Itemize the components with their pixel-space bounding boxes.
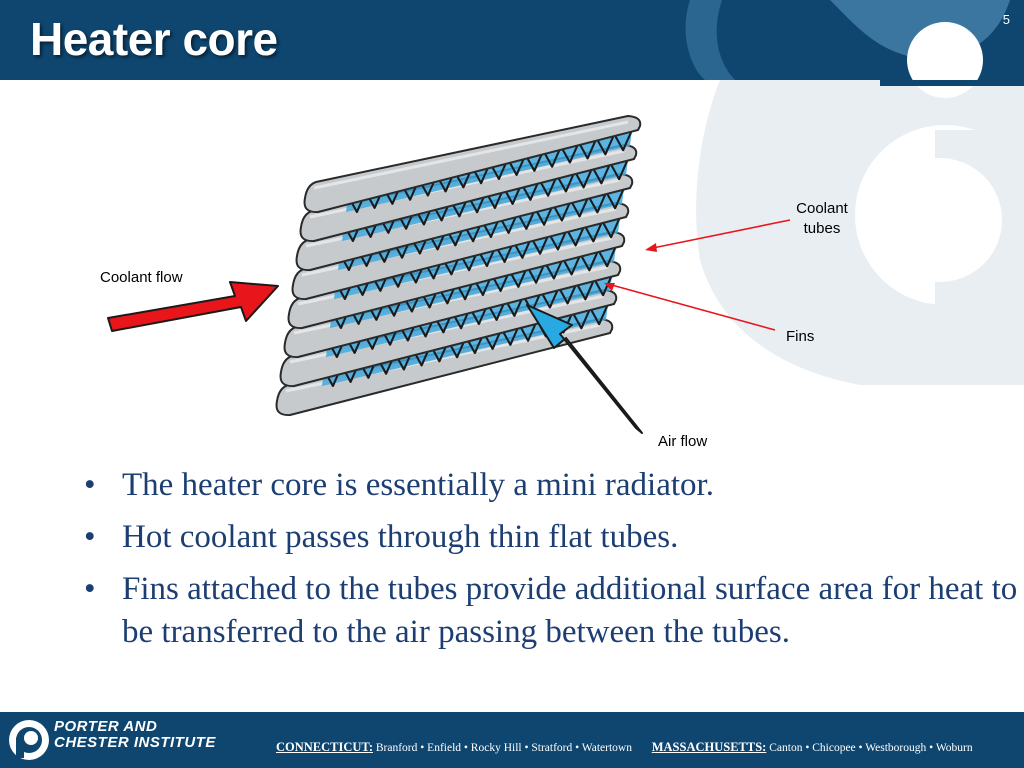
- coolant-tube: [303, 115, 642, 214]
- bullet-item: • The heater core is essentially a mini …: [80, 464, 1020, 507]
- coolant-tube: [283, 260, 622, 359]
- bullet-text: Hot coolant passes through thin flat tub…: [122, 519, 679, 555]
- coolant-tubes-callout-line: [647, 219, 791, 250]
- slide-title: Heater core: [30, 13, 278, 65]
- logo-line-2: CHESTER INSTITUTE: [54, 734, 216, 751]
- bullet-marker: •: [84, 519, 96, 555]
- bullet-item: • Fins attached to the tubes provide add…: [80, 568, 1020, 654]
- footer-logo-text: PORTER AND CHESTER INSTITUTE: [54, 719, 216, 751]
- header-band: [0, 0, 1024, 98]
- coolant-flow-arrow: [107, 281, 279, 332]
- connecticut-cities: Branford • Enfield • Rocky Hill • Stratf…: [375, 742, 632, 754]
- logo-line-1: PORTER AND: [54, 718, 158, 735]
- fins-label: Fins: [786, 328, 815, 345]
- air-flow-label: Air flow: [658, 433, 708, 450]
- massachusetts-cities: Canton • Chicopee • Westborough • Woburn: [769, 742, 973, 754]
- coolant-tubes-label: Coolant tubes: [796, 200, 848, 237]
- bullet-list: • The heater core is essentially a mini …: [80, 464, 1020, 663]
- coolant-tube: [291, 202, 630, 301]
- coolant-tube: [295, 173, 634, 272]
- air-flow-arrow: [526, 304, 643, 434]
- bullet-text: The heater core is essentially a mini ra…: [122, 467, 714, 503]
- bullet-marker: •: [84, 467, 96, 503]
- coolant-tube: [299, 144, 638, 243]
- coolant-tube: [287, 231, 626, 330]
- bullet-marker: •: [84, 571, 96, 607]
- coolant-flow-label: Coolant flow: [100, 269, 183, 286]
- footer-locations: CONNECTICUT: Branford • Enfield • Rocky …: [276, 740, 973, 755]
- fins-callout-line: [607, 283, 776, 331]
- state-connecticut: CONNECTICUT:: [276, 740, 373, 754]
- bullet-text: Fins attached to the tubes provide addit…: [122, 571, 1018, 650]
- watermark-logo: [696, 80, 1024, 385]
- fins-callout-arrowhead: [604, 283, 615, 291]
- coolant-tube: [275, 318, 614, 417]
- heater-core-illustration: [275, 115, 642, 417]
- state-massachusetts: MASSACHUSETTS:: [651, 740, 767, 754]
- heater-core-figure: [107, 115, 791, 434]
- coolant-tubes-callout-arrowhead: [645, 243, 657, 252]
- slide-number: 5: [1002, 12, 1010, 27]
- bullet-item: • Hot coolant passes through thin flat t…: [80, 516, 1020, 559]
- footer-band: [0, 712, 1024, 768]
